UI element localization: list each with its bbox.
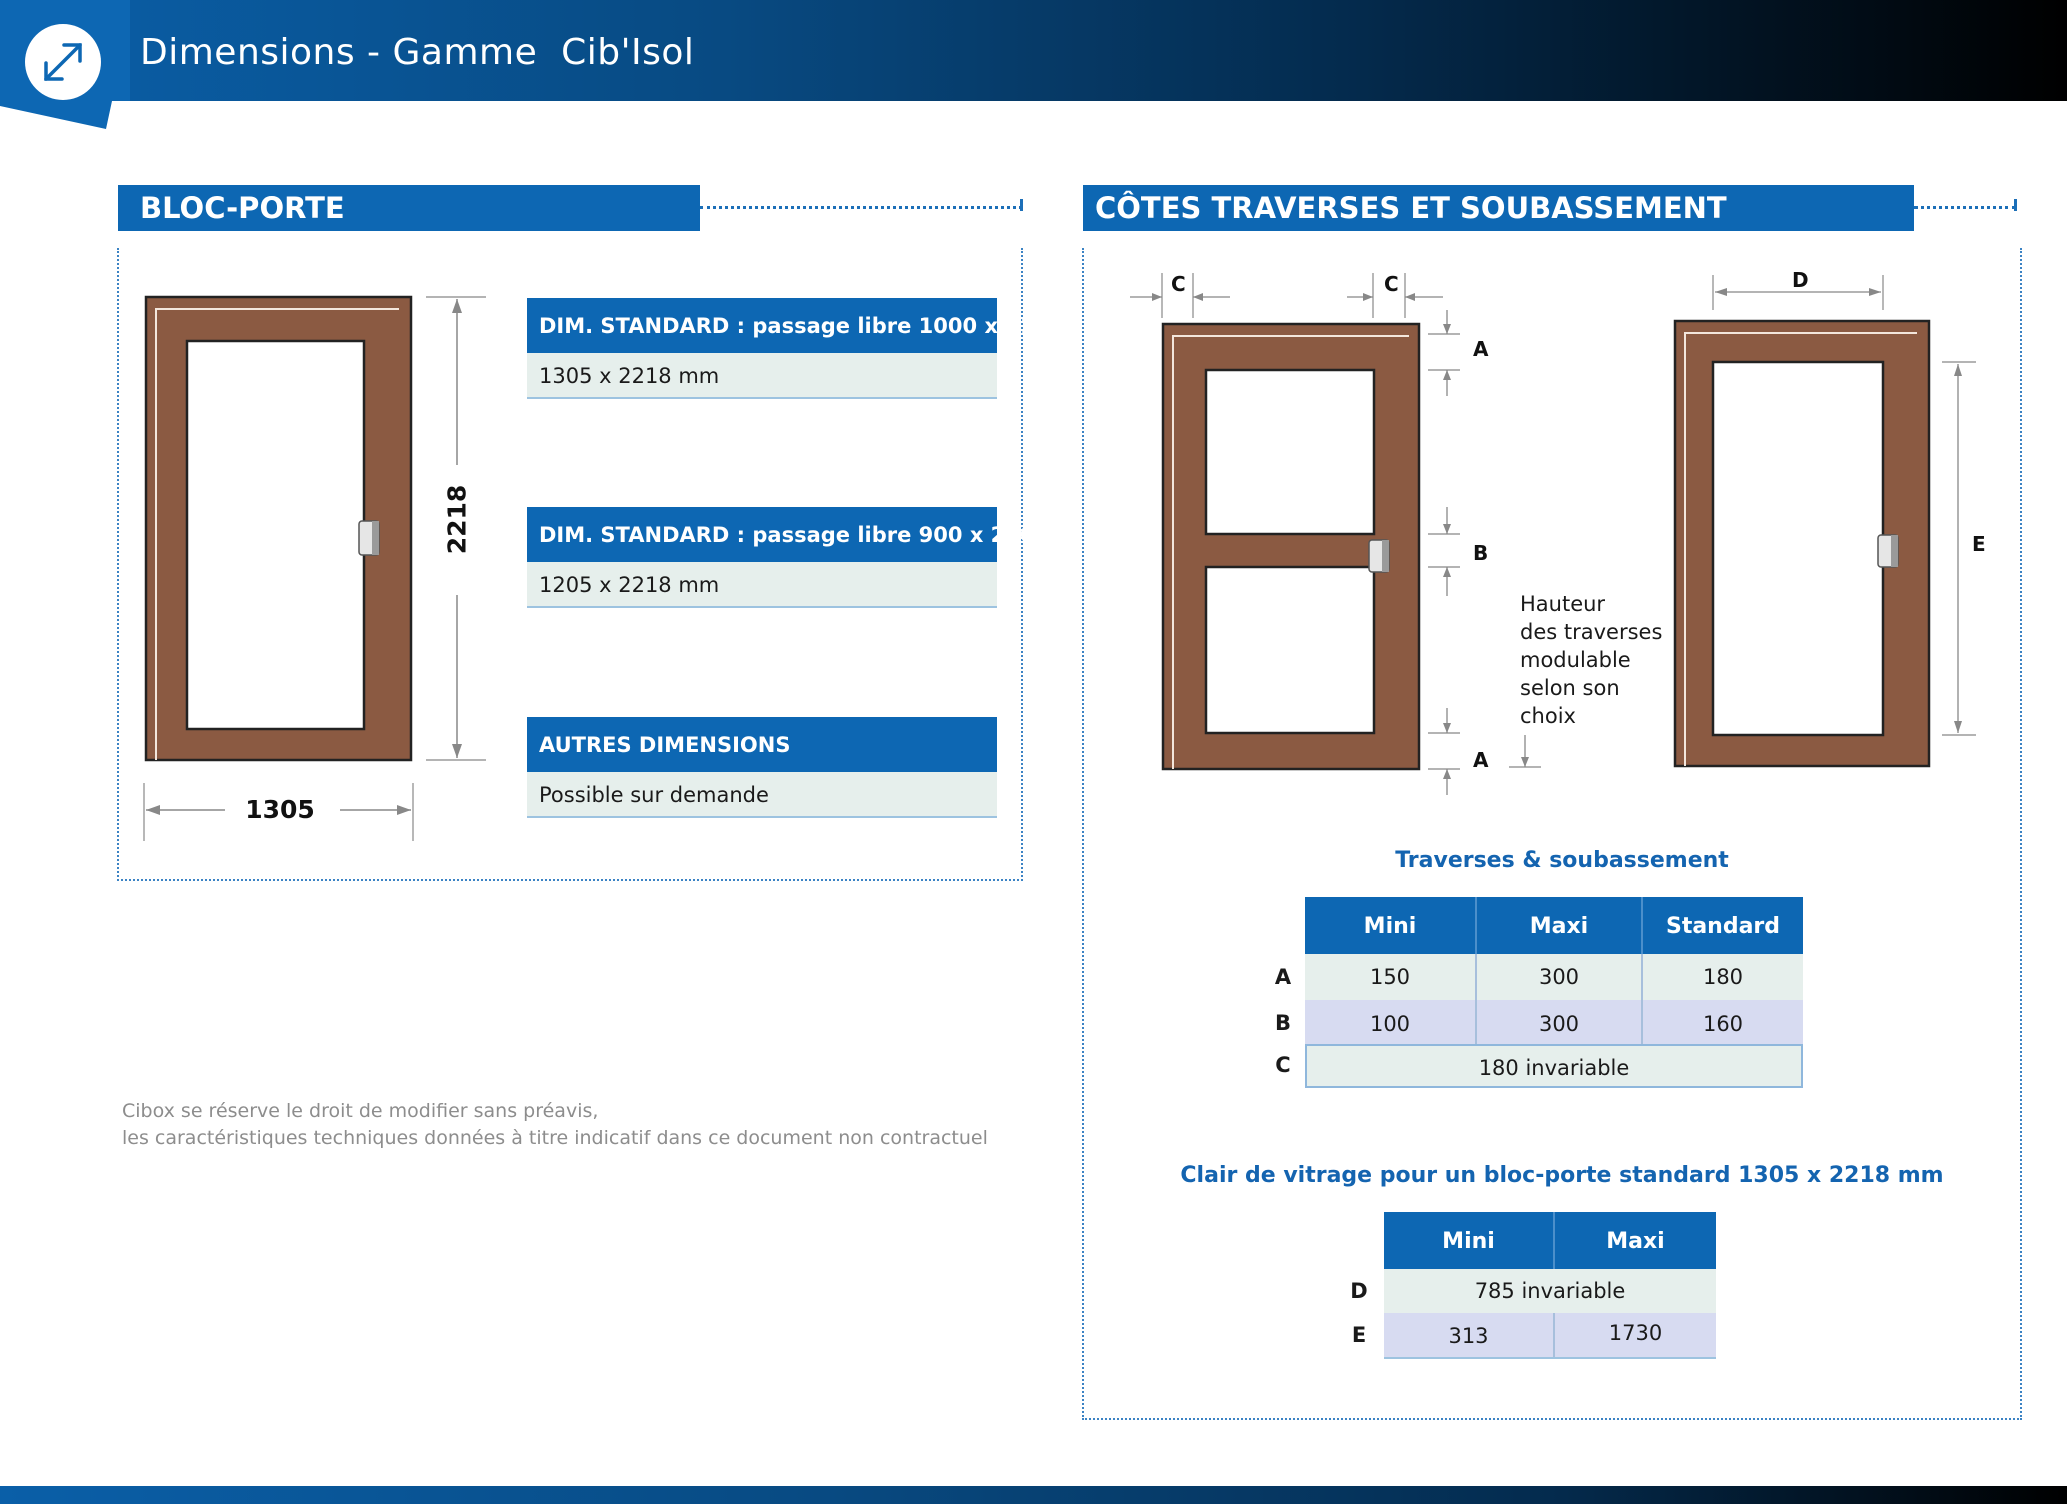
- disclaimer-line: Cibox se réserve le droit de modifier sa…: [122, 1100, 599, 1122]
- table-traverses-title: Traverses & soubassement: [1395, 848, 1729, 873]
- option-autres-dimensions: AUTRES DIMENSIONS Possible sur demande: [527, 717, 997, 818]
- width-dimension-label: 1305: [245, 795, 315, 824]
- header-icon-tab: [0, 0, 130, 129]
- door-vitrage-drawing: [1673, 275, 1976, 768]
- row-label-b: B: [1274, 1011, 1291, 1035]
- table-row: 313 1730: [1384, 1313, 1716, 1359]
- dim-label-c-right: C: [1384, 272, 1399, 296]
- table-cell: 180: [1641, 954, 1803, 1000]
- option-standard-1000: DIM. STANDARD : passage libre 1000 x 210…: [527, 298, 1064, 399]
- table-vitrage-title: Clair de vitrage pour un bloc-porte stan…: [1180, 1163, 1944, 1188]
- disclaimer-line: les caractéristiques techniques données …: [122, 1127, 988, 1149]
- resize-arrows-icon: [44, 43, 82, 81]
- dim-label-c-left: C: [1171, 272, 1186, 296]
- divider-end-tick: [2014, 199, 2017, 211]
- table-row: 150 300 180: [1305, 954, 1803, 1000]
- hauteur-note-line: modulable: [1520, 648, 1631, 672]
- option-value: 1205 x 2218 mm: [527, 562, 997, 608]
- table-cell: 150: [1369, 965, 1411, 989]
- section-divider: [1914, 206, 2016, 209]
- table-cell: 313: [1448, 1324, 1489, 1348]
- hauteur-note-line: des traverses: [1520, 620, 1663, 644]
- hauteur-note-line: choix: [1520, 704, 1576, 728]
- row-label-e: E: [1351, 1323, 1367, 1347]
- dim-label-d: D: [1792, 268, 1809, 292]
- header-bar: [0, 0, 2067, 101]
- row-label-d: D: [1350, 1279, 1368, 1303]
- table-cell: 160: [1641, 1000, 1803, 1044]
- table-cell-merged: 180 invariable: [1305, 1044, 1803, 1088]
- dim-label-e: E: [1972, 532, 1986, 556]
- option-title: DIM. STANDARD : passage libre 900 x 2100: [527, 507, 1049, 562]
- table-vitrage: Mini Maxi 785 invariable 313 1730: [1384, 1212, 1716, 1359]
- dim-label-b: B: [1473, 541, 1489, 565]
- column-header-standard: Standard: [1641, 897, 1803, 954]
- door-handle-icon: [1368, 539, 1390, 573]
- door-drawing: [143, 295, 486, 841]
- door-traverses-drawing: [1130, 273, 1460, 795]
- table-cell: 1730: [1553, 1313, 1716, 1357]
- door-handle-icon: [1877, 534, 1899, 568]
- row-label-a: A: [1274, 965, 1292, 989]
- hauteur-note-line: selon son: [1520, 676, 1620, 700]
- table-cell-merged: 785 invariable: [1384, 1269, 1716, 1313]
- bloc-porte-panel: [117, 248, 1023, 881]
- dim-label-a-bottom: A: [1473, 748, 1489, 772]
- dim-label-a-top: A: [1473, 337, 1489, 361]
- hauteur-indicator: [1509, 735, 1541, 768]
- table-cell: 300: [1475, 1000, 1641, 1044]
- section-divider: [700, 206, 1022, 209]
- height-dimension-label: 2218: [442, 484, 472, 555]
- cotes-panel: [1082, 248, 2022, 1420]
- section-heading-bloc-porte: BLOC-PORTE: [118, 185, 700, 231]
- column-header-mini: Mini: [1384, 1212, 1553, 1269]
- hauteur-note-line: Hauteur: [1520, 592, 1606, 616]
- page-title: Dimensions - Gamme Cib'Isol: [140, 32, 695, 73]
- table-cell: 100: [1369, 1012, 1411, 1036]
- option-title: AUTRES DIMENSIONS: [527, 717, 997, 772]
- option-value: 1305 x 2218 mm: [527, 353, 997, 399]
- divider-end-tick: [1020, 199, 1023, 211]
- disclaimer-note: Cibox se réserve le droit de modifier sa…: [122, 1098, 988, 1152]
- column-header-maxi: Maxi: [1475, 897, 1641, 954]
- column-header-mini: Mini: [1305, 897, 1475, 954]
- option-standard-900: DIM. STANDARD : passage libre 900 x 2100…: [527, 507, 1049, 608]
- table-cell: 300: [1475, 954, 1641, 1000]
- footer-bar: [0, 1486, 2067, 1504]
- row-label-c: C: [1275, 1053, 1291, 1077]
- option-value: Possible sur demande: [527, 772, 997, 818]
- option-title: DIM. STANDARD : passage libre 1000 x 210…: [527, 298, 1064, 353]
- hauteur-note: Hauteur des traverses modulable selon so…: [1520, 590, 1662, 730]
- door-handle-icon: [358, 520, 380, 556]
- table-row: 100 300 160: [1305, 1000, 1803, 1044]
- section-heading-cotes: CÔTES TRAVERSES ET SOUBASSEMENT: [1083, 185, 1914, 231]
- table-traverses: Mini Maxi Standard 150 300 180 100 300 1…: [1305, 897, 1803, 1088]
- column-header-maxi: Maxi: [1553, 1212, 1716, 1269]
